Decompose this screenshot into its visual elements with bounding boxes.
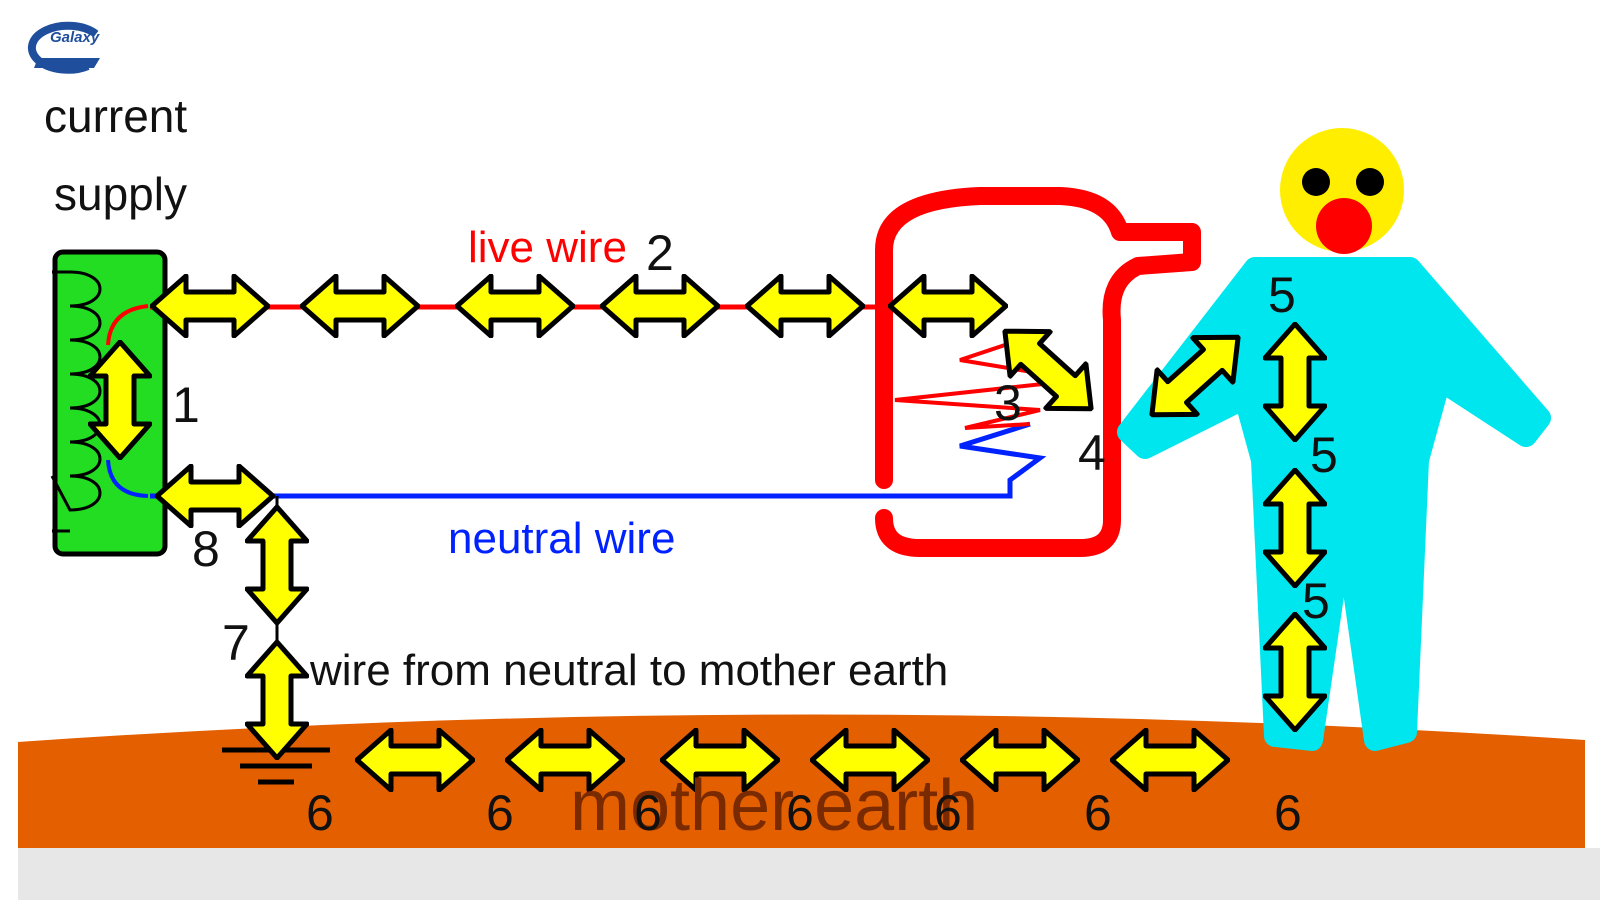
live-wire-label: live wire [468,223,627,272]
person-mouth [1316,198,1372,254]
bottom-band [18,848,1600,900]
double-arrow-icon [247,507,307,623]
path-number-3: 3 [994,375,1022,431]
double-arrow-icon [890,276,1006,336]
double-arrow-icon [457,276,573,336]
path-number-7: 7 [222,615,250,671]
mother-earth-label: mother earth [570,766,978,846]
person-left-eye [1302,168,1330,196]
path-number-6g: 6 [1274,785,1302,841]
path-number-6e: 6 [934,785,962,841]
logo-text-me: M&E [54,44,81,58]
path-number-1: 1 [172,377,200,433]
kettle-appliance [875,187,1201,557]
path-number-6a: 6 [306,785,334,841]
path-number-6b: 6 [486,785,514,841]
path-number-6f: 6 [1084,785,1112,841]
neutral-wire-label: neutral wire [448,514,675,563]
person-figure [1117,128,1551,751]
double-arrow-icon [747,276,863,336]
current-supply-label-line2: supply [54,168,187,220]
supply-neutral-lead [106,459,149,498]
path-number-5b: 5 [1310,427,1338,483]
double-arrow-icon [152,276,268,336]
path-number-6c: 6 [634,785,662,841]
current-supply-label-line1: current [44,90,187,142]
path-number-2: 2 [646,225,674,281]
transformer-coil-icon [50,270,102,533]
logo-text-galaxy: Galaxy [50,29,100,46]
galaxy-logo-icon: Galaxy M&E [27,21,100,74]
person-head [1280,128,1404,252]
double-arrow-icon [302,276,418,336]
path-number-5c: 5 [1302,573,1330,629]
double-arrow-icon [157,466,273,526]
earth-wire-label: wire from neutral to mother earth [309,646,948,695]
path-number-5a: 5 [1268,267,1296,323]
double-arrow-icon [602,276,718,336]
path-number-8: 8 [192,521,220,577]
neutral-wire-line [150,421,1047,499]
path-number-4: 4 [1078,425,1106,481]
heating-element-icon [894,338,1081,430]
person-right-eye [1356,168,1384,196]
supply-live-lead [106,304,149,346]
path-number-6d: 6 [786,785,814,841]
